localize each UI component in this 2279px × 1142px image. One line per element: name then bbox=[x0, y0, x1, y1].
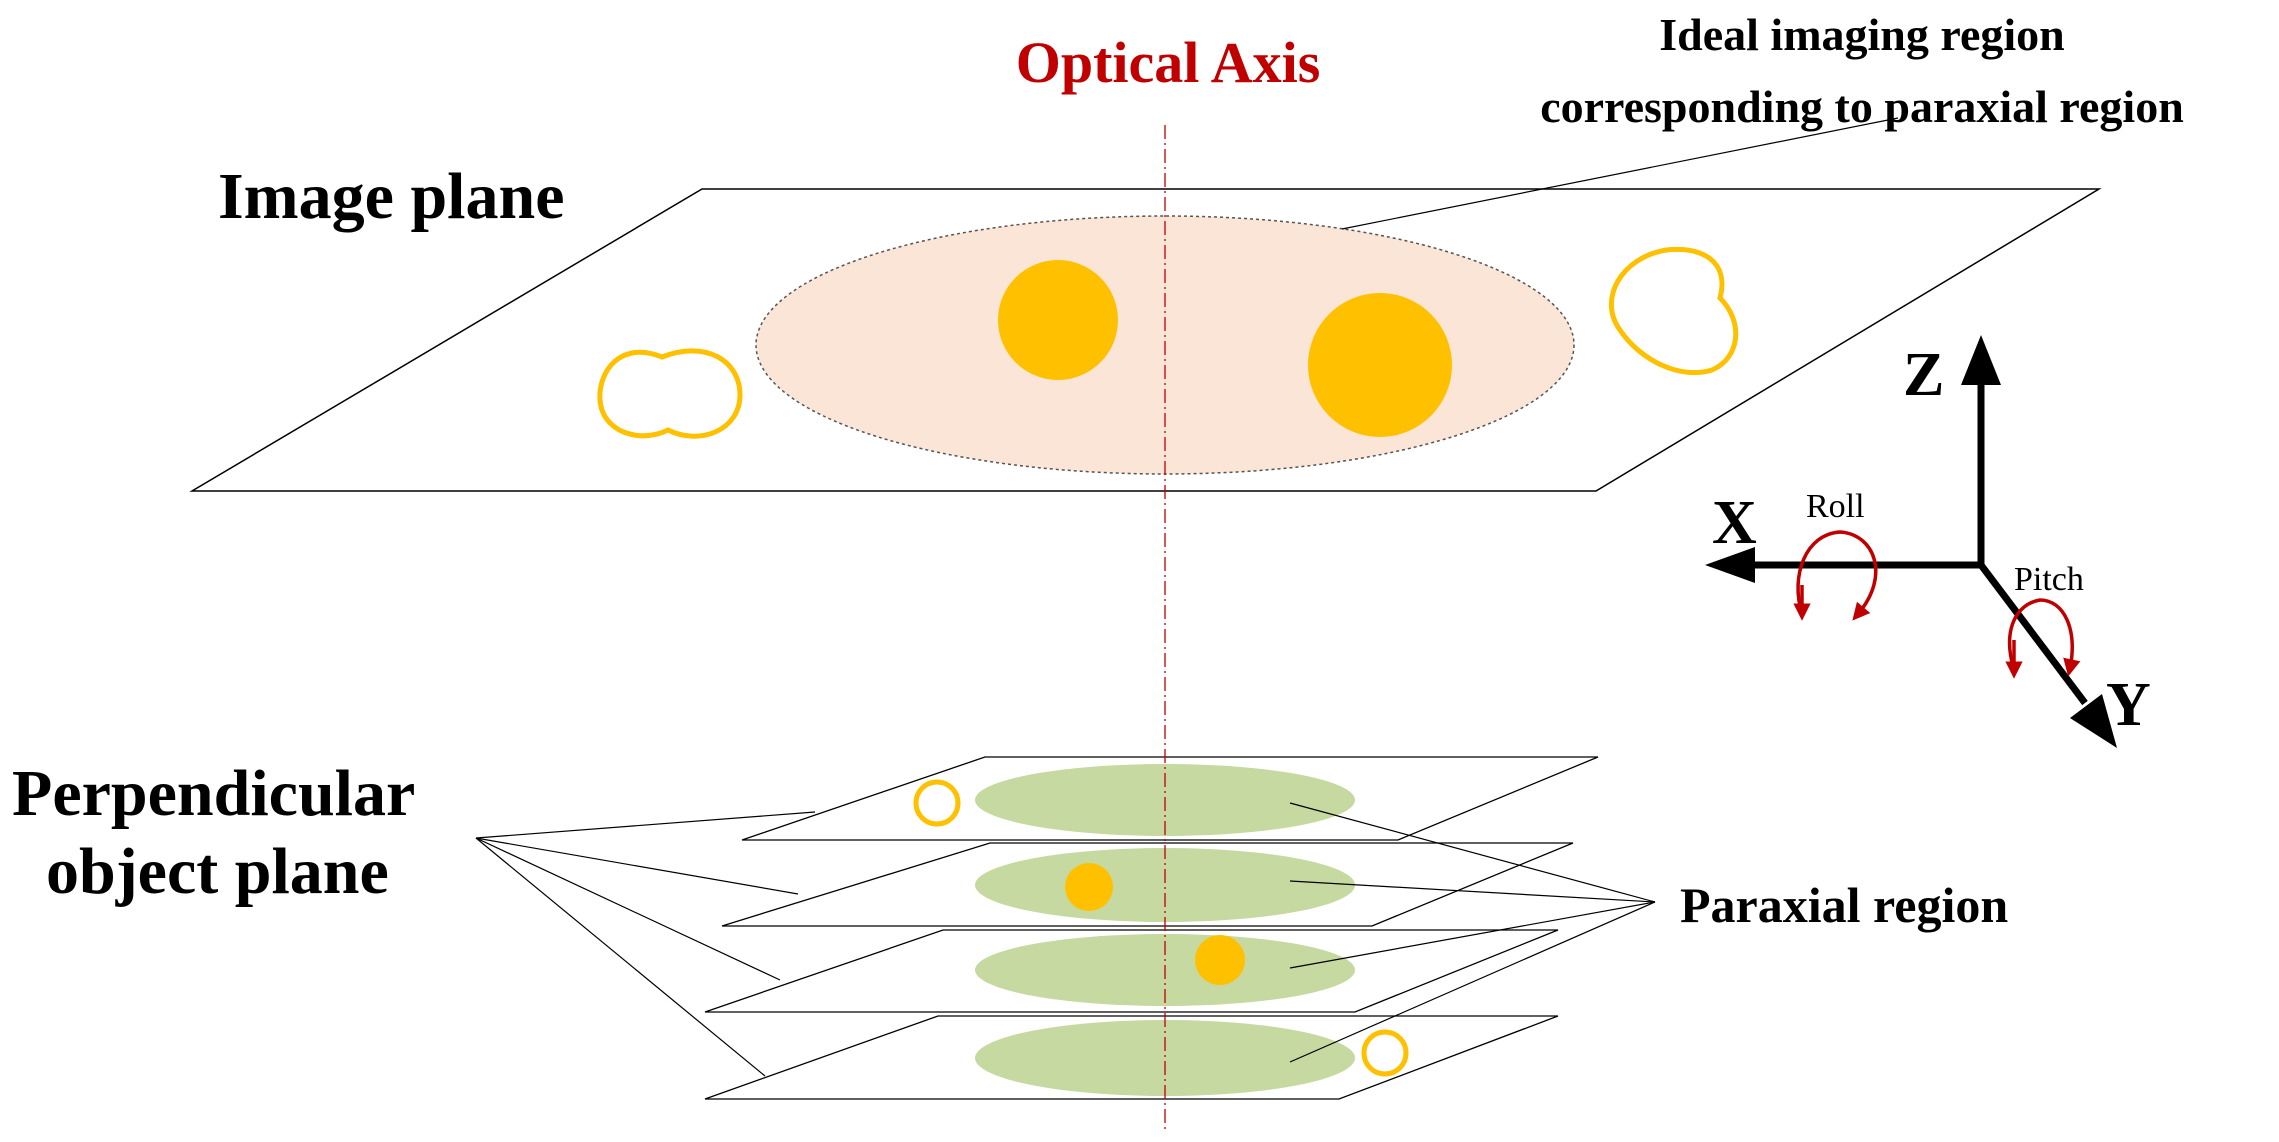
object-plane-2 bbox=[721, 842, 1574, 927]
y-axis-label: Y bbox=[2106, 671, 2151, 739]
ideal-region-label-line2: corresponding to paraxial region bbox=[1540, 81, 2184, 132]
object-plane-label-line2: object plane bbox=[46, 835, 389, 908]
object-spot-ring-4 bbox=[1361, 1029, 1409, 1077]
object-spot-ring-1 bbox=[913, 779, 961, 827]
coordinate-axes bbox=[1705, 335, 2117, 748]
pitch-label: Pitch bbox=[2014, 561, 2084, 598]
z-axis-label: Z bbox=[1903, 341, 1944, 409]
ideal-region-label-line1: Ideal imaging region bbox=[1659, 9, 2065, 60]
aberrated-spot-left bbox=[597, 348, 743, 439]
object-plane-1 bbox=[741, 756, 1599, 841]
object-plane-4 bbox=[704, 1015, 1559, 1100]
paraxial-region-2 bbox=[975, 848, 1355, 922]
image-spot-large bbox=[1308, 293, 1452, 437]
object-plane-leaders bbox=[475, 811, 816, 1077]
roll-rotation-arrow bbox=[1796, 530, 1878, 621]
roll-label: Roll bbox=[1806, 488, 1865, 525]
x-axis-label: X bbox=[1712, 489, 1757, 557]
object-spot-2 bbox=[1065, 863, 1113, 911]
object-plane-label-line1: Perpendicular bbox=[12, 757, 415, 830]
aberrated-spot-right bbox=[1608, 246, 1739, 376]
y-axis bbox=[1978, 562, 2088, 706]
z-axis-arrowhead bbox=[1961, 335, 2001, 385]
image-spot-small bbox=[998, 260, 1118, 380]
x-axis-arrowhead bbox=[1705, 547, 1755, 583]
paraxial-region-label: Paraxial region bbox=[1680, 877, 2008, 933]
object-plane-3 bbox=[704, 929, 1559, 1013]
ideal-region-leader bbox=[1341, 117, 1899, 230]
paraxial-leaders bbox=[1289, 802, 1656, 1063]
object-spot-3 bbox=[1195, 935, 1245, 985]
y-axis-arrowhead bbox=[2070, 694, 2117, 748]
image-plane-label: Image plane bbox=[218, 160, 565, 233]
pitch-rotation-arrow bbox=[2008, 598, 2081, 677]
paraxial-region-4 bbox=[975, 1020, 1355, 1096]
optical-axis-label: Optical Axis bbox=[1016, 30, 1321, 95]
